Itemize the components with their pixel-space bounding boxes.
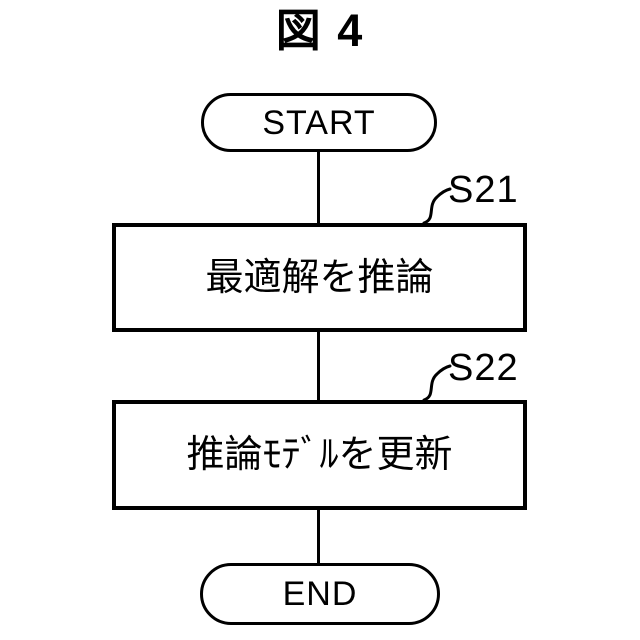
connector-s22-to-end bbox=[317, 508, 320, 566]
figure-title: 図 4 bbox=[275, 5, 365, 56]
start-node-label: START bbox=[262, 103, 376, 142]
connector-start-to-s21 bbox=[317, 150, 320, 226]
connector-s21-to-s22 bbox=[317, 330, 320, 403]
step-label-s22: S22 bbox=[448, 347, 519, 389]
process-node-s22: 推論ﾓﾃﾞﾙを更新 bbox=[112, 400, 527, 510]
step-label-s21: S21 bbox=[448, 169, 519, 211]
end-node-label: END bbox=[282, 575, 358, 613]
s22-leader-line bbox=[422, 364, 452, 402]
process-node-s21-label: 最適解を推論 bbox=[205, 256, 434, 299]
process-node-s21: 最適解を推論 bbox=[112, 223, 527, 332]
start-node: START bbox=[201, 93, 437, 152]
s21-leader-line bbox=[422, 187, 452, 225]
end-node: END bbox=[200, 563, 440, 625]
process-node-s22-label: 推論ﾓﾃﾞﾙを更新 bbox=[186, 434, 453, 476]
